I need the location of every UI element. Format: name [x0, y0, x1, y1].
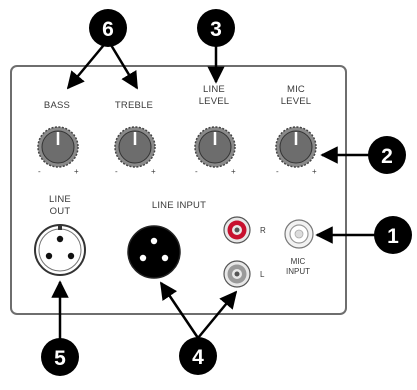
knob-label-line-level-1: LINE [203, 84, 225, 95]
line-out-label-1: LINE [49, 194, 71, 205]
callout-1-number: 1 [387, 225, 399, 248]
svg-text:-: - [276, 167, 279, 176]
line-input-label: LINE INPUT [152, 200, 206, 211]
xlr-connector-icon [127, 225, 181, 279]
mic-input-label-1: MIC [291, 257, 306, 266]
rotary-knob-icon: - + [37, 126, 79, 176]
callout-5: 5 [41, 338, 79, 376]
rotary-knob-icon: - + [194, 126, 236, 176]
callout-6: 6 [89, 9, 127, 47]
bass-knob[interactable]: - + [37, 126, 79, 176]
callout-2: 2 [368, 136, 406, 174]
treble-knob[interactable]: - + [114, 126, 156, 176]
svg-text:-: - [195, 167, 198, 176]
svg-text:-: - [38, 167, 41, 176]
line-input-l-rca-jack[interactable] [223, 260, 251, 288]
callout-4-number: 4 [192, 346, 204, 369]
arrow-6-treble [106, 39, 139, 90]
callout-5-number: 5 [54, 347, 66, 370]
line-out-xlr-jack[interactable] [34, 224, 86, 276]
line-input-r-rca-jack[interactable] [223, 216, 251, 244]
callout-4: 4 [179, 337, 217, 375]
callout-1: 1 [374, 216, 412, 254]
callout-6-number: 6 [102, 18, 114, 41]
rca-jack-icon [284, 219, 314, 249]
mic-level-knob[interactable]: - + [275, 126, 317, 176]
mic-input-jack[interactable] [284, 219, 314, 249]
svg-text:+: + [151, 167, 156, 176]
line-level-knob[interactable]: - + [194, 126, 236, 176]
svg-text:-: - [115, 167, 118, 176]
line-out-label-2: OUT [50, 206, 71, 217]
knob-label-mic-level-2: LEVEL [281, 96, 312, 107]
rca-l-label: L [260, 270, 265, 279]
rca-jack-icon [223, 216, 251, 244]
svg-text:+: + [231, 167, 236, 176]
knob-label-bass: BASS [44, 100, 70, 111]
knob-label-mic-level-1: MIC [287, 84, 305, 95]
rotary-knob-icon: - + [275, 126, 317, 176]
mic-input-label-2: INPUT [286, 267, 310, 276]
arrow-6-bass [66, 39, 109, 90]
rotary-knob-icon: - + [114, 126, 156, 176]
rca-jack-icon [223, 260, 251, 288]
xlr-connector-icon [34, 224, 86, 276]
rca-r-label: R [260, 226, 266, 235]
knob-label-line-level-2: LEVEL [199, 96, 230, 107]
device-panel [10, 65, 347, 315]
arrow-4-rca [197, 290, 238, 339]
svg-text:+: + [312, 167, 317, 176]
knob-label-treble: TREBLE [115, 100, 153, 111]
callout-2-number: 2 [381, 145, 393, 168]
svg-text:+: + [74, 167, 79, 176]
arrow-4-xlr [159, 281, 200, 339]
line-input-xlr-jack[interactable] [127, 225, 181, 279]
callout-3: 3 [197, 9, 235, 47]
callout-3-number: 3 [210, 18, 222, 41]
